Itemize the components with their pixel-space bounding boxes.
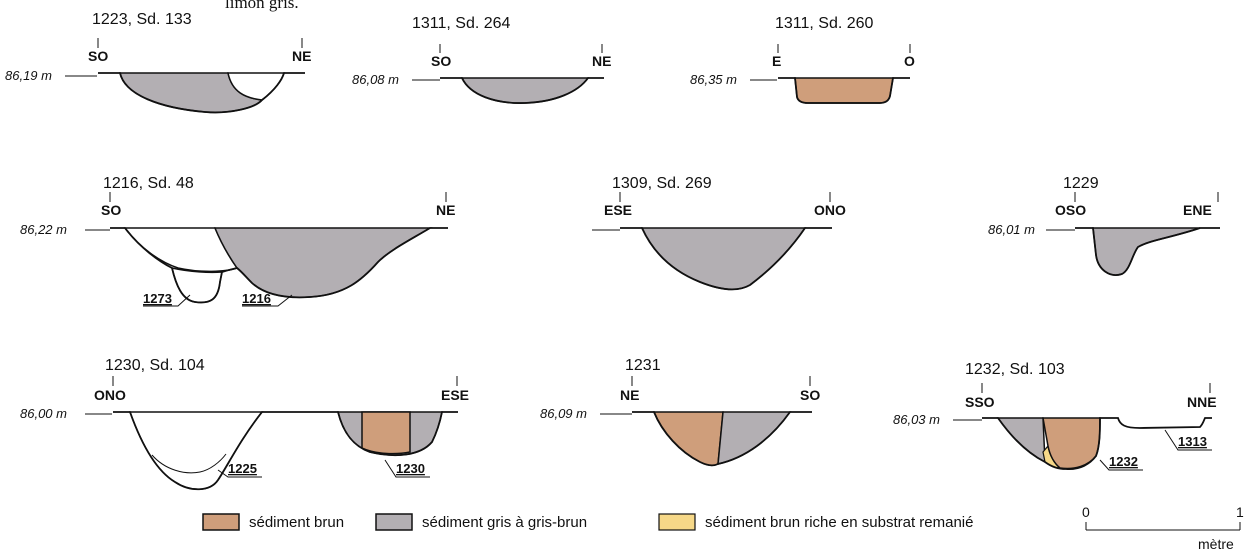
scale-end: 1 [1236, 504, 1244, 520]
legend-swatch-yellow [658, 513, 696, 531]
legend-label-yellow: sédiment brun riche en substrat remanié [705, 514, 973, 531]
direction-left: OSO [1055, 202, 1086, 218]
gray-fill [717, 411, 792, 465]
section-title: 1311, Sd. 260 [775, 15, 874, 32]
section-title: 1230, Sd. 104 [105, 357, 205, 374]
direction-left: SO [431, 53, 451, 69]
section-1223: 1223, Sd. 133 86,19 m SO NE [5, 11, 311, 114]
elevation-label: 86,03 m [893, 412, 940, 427]
section-title: 1309, Sd. 269 [612, 175, 712, 192]
direction-right: ESE [441, 387, 469, 403]
section-1311-260: 1311, Sd. 260 86,35 m E O [690, 15, 915, 104]
section-profile [440, 77, 604, 104]
section-title: 1229 [1063, 175, 1099, 192]
leader-line [1099, 459, 1143, 471]
leader-line [217, 469, 262, 478]
scale-start: 0 [1082, 504, 1090, 520]
direction-left: SO [88, 48, 108, 64]
feature-label: 1230 [396, 461, 425, 476]
feature-label: 1313 [1178, 434, 1207, 449]
leader-line [384, 459, 430, 478]
direction-right: NE [592, 53, 611, 69]
direction-left: E [772, 53, 781, 69]
section-1311-264: 1311, Sd. 264 86,08 m SO NE [352, 15, 611, 104]
section-1229: 1229 86,01 m OSO ENE [988, 175, 1220, 276]
feature-label: 1273 [143, 291, 172, 306]
legend-label-gray: sédiment gris à gris-brun [422, 514, 587, 531]
top-caption-fragment: limon gris. [225, 0, 299, 12]
brown-fill [652, 411, 724, 467]
section-1231: 1231 86,09 m NE SO [540, 357, 820, 467]
white-fill-1225 [128, 411, 264, 490]
elevation-label: 86,19 m [5, 68, 52, 83]
section-profile [982, 417, 1212, 470]
gray-fill [460, 77, 590, 104]
direction-left: NE [620, 387, 639, 403]
elevation-label: 86,01 m [988, 222, 1035, 237]
elevation-label: 86,35 m [690, 72, 737, 87]
feature-label: 1225 [228, 461, 257, 476]
direction-left: SSO [965, 394, 995, 410]
legend-label-brown: sédiment brun [249, 514, 344, 531]
section-profile [110, 227, 448, 304]
section-1230: 1230, Sd. 104 86,00 m ONO ESE 1225 1230 [20, 357, 469, 491]
direction-left: SO [101, 202, 121, 218]
direction-right: ENE [1183, 202, 1212, 218]
direction-right: O [904, 53, 915, 69]
section-1216: 1216, Sd. 48 86,22 m SO NE 1273 1216 [20, 175, 455, 307]
direction-right: NE [436, 202, 455, 218]
section-profile [632, 411, 812, 467]
scale-bar: 0 1 mètre [1082, 504, 1244, 552]
direction-left: ONO [94, 387, 126, 403]
section-title: 1232, Sd. 103 [965, 361, 1065, 378]
direction-right: SO [800, 387, 820, 403]
leader-line [1164, 429, 1212, 451]
direction-right: NE [292, 48, 311, 64]
legend: sédiment brun sédiment gris à gris-brun … [202, 513, 973, 531]
leader-line [143, 294, 191, 307]
inner-boundary [151, 453, 227, 474]
direction-right: NNE [1187, 394, 1217, 410]
section-1232: 1232, Sd. 103 86,03 m SSO NNE 1232 1313 [893, 361, 1217, 471]
section-1309: 1309, Sd. 269 ESE ONO [592, 175, 846, 291]
direction-left: ESE [604, 202, 632, 218]
feature-label: 1216 [242, 291, 271, 306]
scale-unit: mètre [1198, 536, 1234, 552]
brown-fill [361, 411, 411, 455]
section-title: 1231 [625, 357, 661, 374]
section-profile [98, 72, 305, 114]
elevation-label: 86,22 m [20, 222, 67, 237]
gray-fill [213, 227, 433, 299]
section-title: 1216, Sd. 48 [103, 175, 194, 192]
elevation-label: 86,09 m [540, 406, 587, 421]
leader-line [242, 294, 293, 307]
legend-swatch-gray [375, 513, 413, 531]
legend-swatch-brown [202, 513, 240, 531]
gray-fill [1092, 227, 1201, 276]
elevation-label: 86,00 m [20, 406, 67, 421]
feature-label: 1232 [1109, 454, 1138, 469]
section-profile [620, 227, 832, 291]
section-title: 1223, Sd. 133 [92, 11, 192, 28]
section-profile [778, 77, 910, 104]
section-profile [1075, 227, 1220, 276]
gray-fill [996, 417, 1046, 464]
elevation-label: 86,08 m [352, 72, 399, 87]
section-title: 1311, Sd. 264 [412, 15, 511, 32]
brown-fill [794, 77, 894, 104]
direction-right: ONO [814, 202, 846, 218]
